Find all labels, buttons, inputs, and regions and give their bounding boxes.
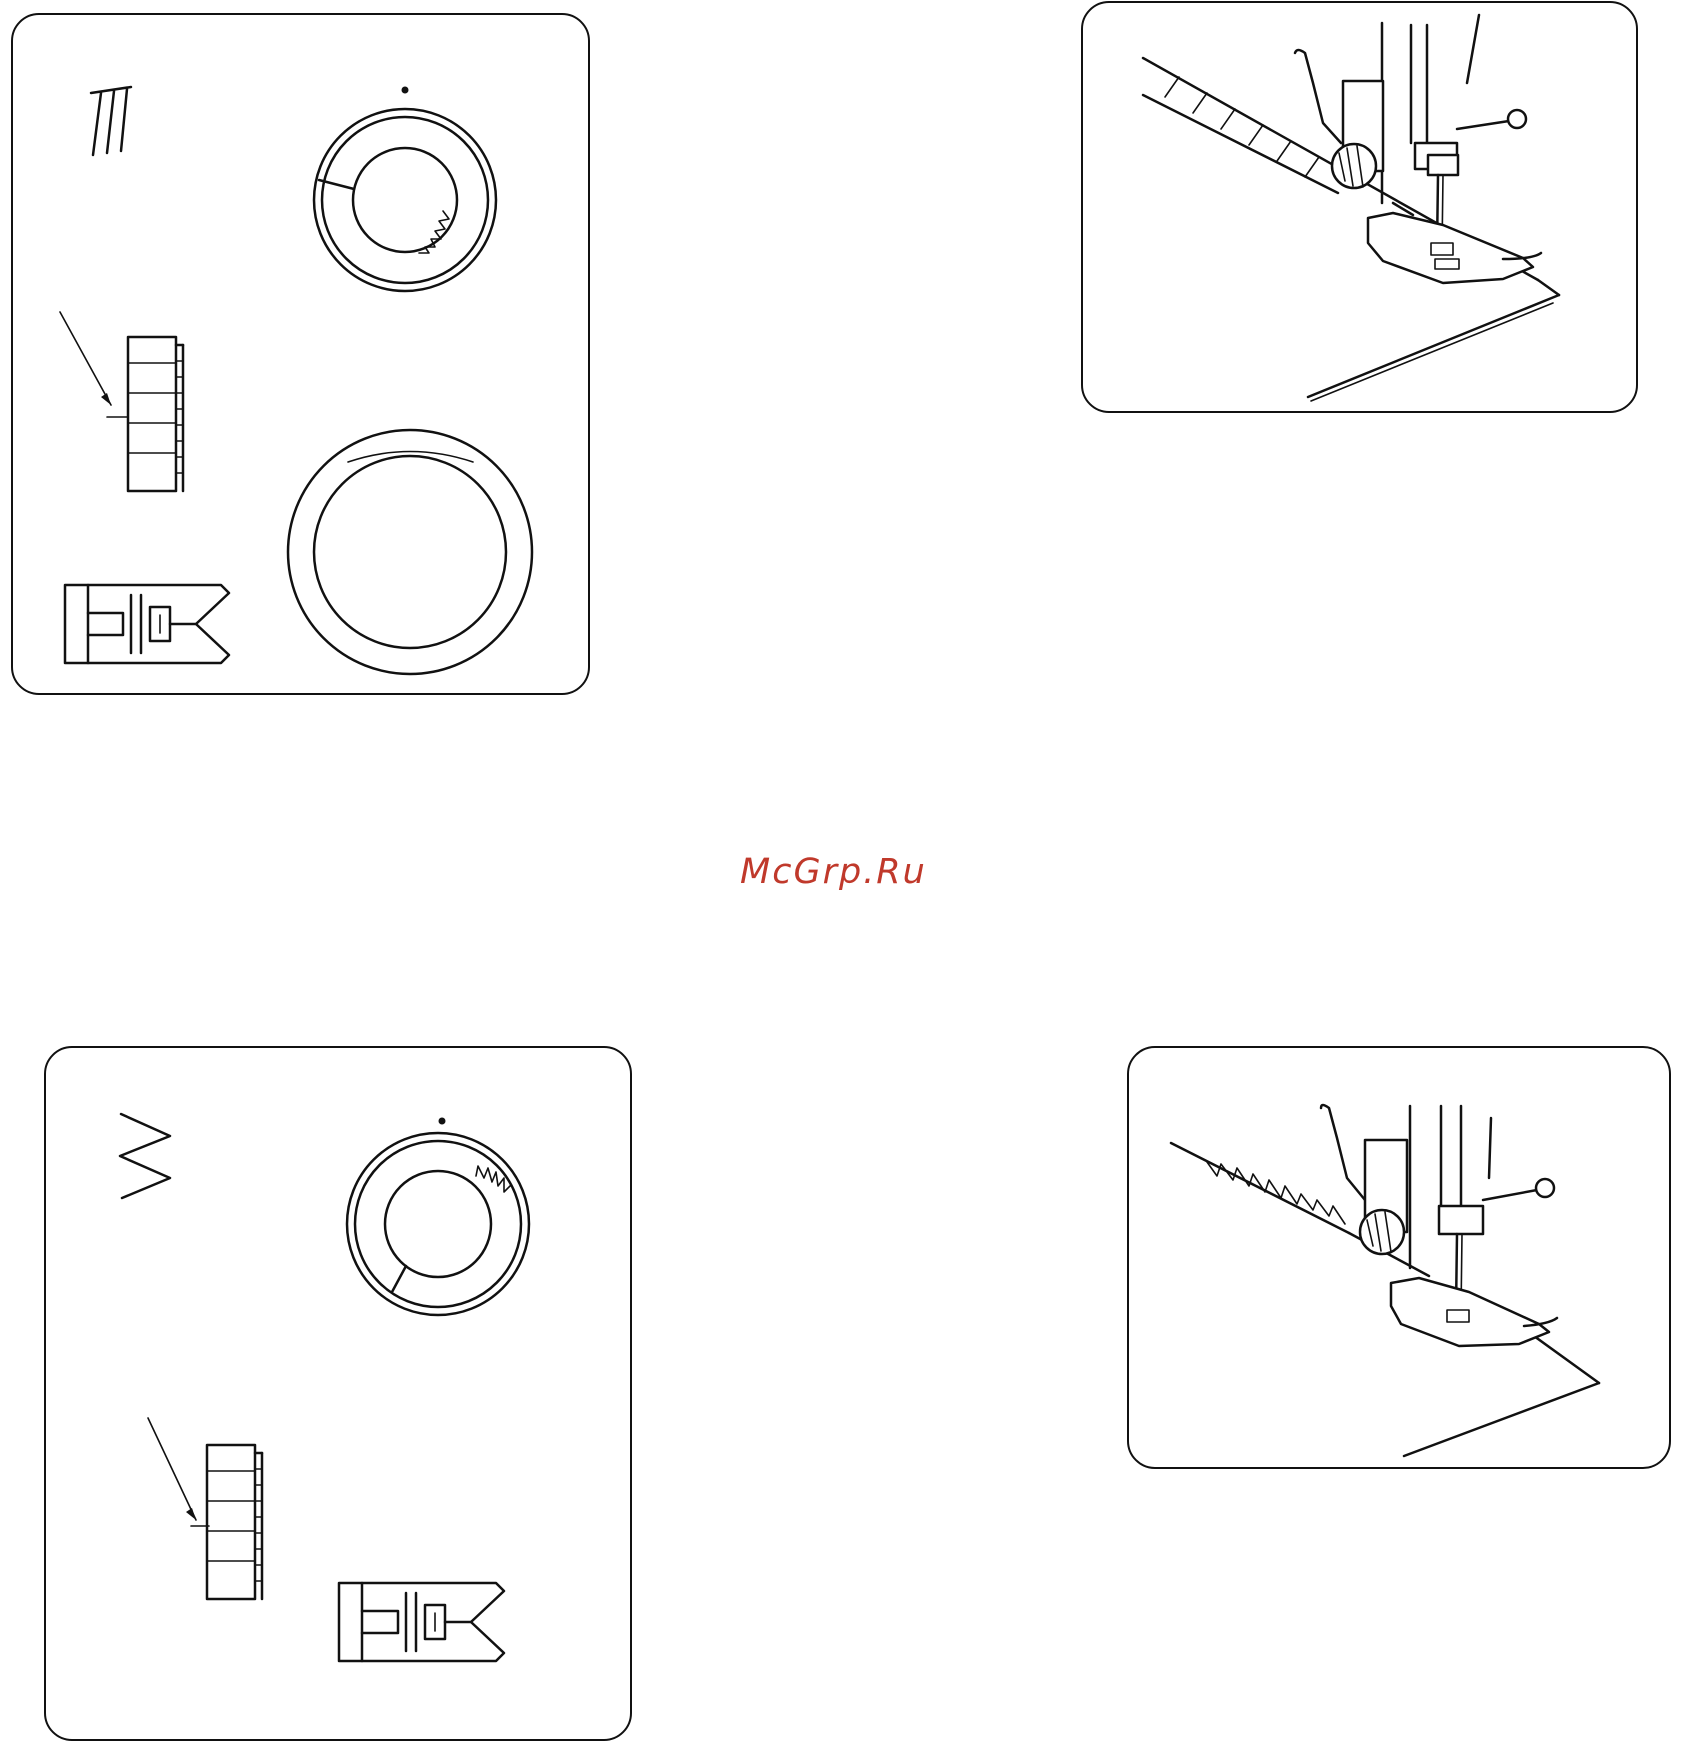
presser-foot-icon [339, 1583, 504, 1661]
thread-tension-dial [288, 430, 532, 674]
zigzag-stitch-sewing-illustration [1127, 1046, 1671, 1469]
straight-triple-stitch-icon [91, 87, 131, 155]
straight-stitch-settings-panel [11, 13, 590, 695]
stitch-length-dial-side [60, 312, 183, 491]
zigzag-stitch-settings-panel [44, 1046, 632, 1741]
stitch-length-dial-side [148, 1418, 262, 1599]
stitch-width-dial [314, 87, 496, 292]
zigzag-stitch-icon [120, 1114, 170, 1198]
presser-foot-icon [65, 585, 229, 663]
presser-foot-and-needle [1321, 1105, 1557, 1346]
straight-stitch-sewing-illustration [1081, 1, 1638, 413]
watermark-text: McGrp.Ru [740, 852, 950, 892]
presser-foot-and-needle [1295, 15, 1541, 283]
stitch-width-dial [347, 1118, 529, 1316]
